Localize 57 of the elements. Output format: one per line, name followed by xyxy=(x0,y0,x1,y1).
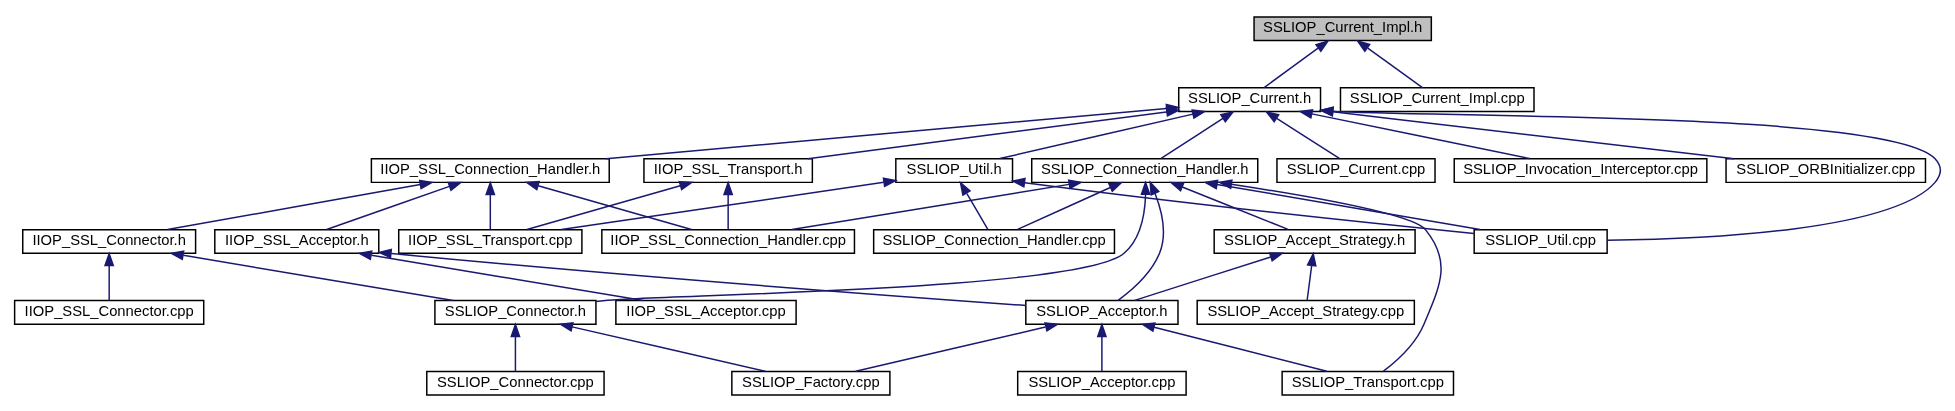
arrow xyxy=(1016,181,1124,230)
node-box: IIOP_SSL_Connector.cpp xyxy=(13,299,205,325)
arrow xyxy=(1133,251,1285,301)
node-box: IIOP_SSL_Transport.h xyxy=(643,157,814,183)
arrow xyxy=(1010,177,1475,234)
node-box: IIOP_SSL_Connector.h xyxy=(22,228,197,254)
node-box: SSLIOP_Connector.cpp xyxy=(426,370,605,396)
arrow xyxy=(1217,178,1442,372)
arrow xyxy=(998,108,1207,159)
arrow xyxy=(807,106,1181,159)
arrow xyxy=(510,321,521,372)
node-box: SSLIOP_Connector.h xyxy=(434,299,597,325)
arrow xyxy=(1160,110,1235,159)
node-box: SSLIOP_Acceptor.h xyxy=(1025,299,1179,325)
node-box: SSLIOP_Current_Impl.h xyxy=(1253,15,1433,41)
arrow xyxy=(357,249,645,301)
node-box: SSLIOP_Connection_Handler.h xyxy=(1031,157,1259,183)
arrow xyxy=(325,181,463,230)
node-box: SSLIOP_ORBInitializer.cpp xyxy=(1725,157,1927,183)
arrow xyxy=(1264,110,1341,159)
node-box: SSLIOP_Accept_Strategy.h xyxy=(1213,228,1416,254)
arrow xyxy=(854,321,1060,372)
node-box: SSLIOP_Current.h xyxy=(1178,86,1322,112)
node-box: SSLIOP_Acceptor.cpp xyxy=(1016,370,1187,396)
node-box: SSLIOP_Invocation_Interceptor.cpp xyxy=(1453,157,1708,183)
arrow xyxy=(485,180,496,230)
arrow xyxy=(1117,179,1165,301)
arrow xyxy=(169,249,454,301)
node-box: IIOP_SSL_Acceptor.cpp xyxy=(615,299,797,325)
arrow xyxy=(595,179,1151,302)
node-box: SSLIOP_Util.h xyxy=(895,157,1014,183)
arrow xyxy=(104,250,115,301)
arrow xyxy=(722,180,734,230)
node-box: IIOP_SSL_Acceptor.h xyxy=(214,228,380,254)
node-box: SSLIOP_Factory.cpp xyxy=(731,370,891,396)
arrow xyxy=(959,180,989,230)
arrow xyxy=(560,176,898,230)
node-box: SSLIOP_Accept_Strategy.cpp xyxy=(1196,299,1416,325)
arrow xyxy=(1203,178,1481,230)
arrow xyxy=(1096,321,1108,372)
node-box: IIOP_SSL_Connection_Handler.h xyxy=(370,157,610,183)
arrow xyxy=(1169,181,1289,230)
arrow xyxy=(791,178,1084,230)
node-box: SSLIOP_Current_Impl.cpp xyxy=(1339,86,1535,112)
node-box: SSLIOP_Connection_Handler.cpp xyxy=(872,228,1116,254)
arrow xyxy=(376,247,1027,306)
arrow xyxy=(166,179,435,230)
node-box: SSLIOP_Current.cpp xyxy=(1276,157,1436,183)
node-box: IIOP_SSL_Transport.cpp xyxy=(398,228,583,254)
node-box: SSLIOP_Util.cpp xyxy=(1473,228,1608,254)
arrow xyxy=(1355,39,1424,88)
arrow xyxy=(1140,321,1328,372)
arrow xyxy=(558,321,767,372)
node-box: IIOP_SSL_Connection_Handler.cpp xyxy=(601,228,856,254)
arrow xyxy=(1306,250,1317,301)
node-box: SSLIOP_Transport.cpp xyxy=(1281,370,1455,396)
arrow xyxy=(1263,39,1330,88)
